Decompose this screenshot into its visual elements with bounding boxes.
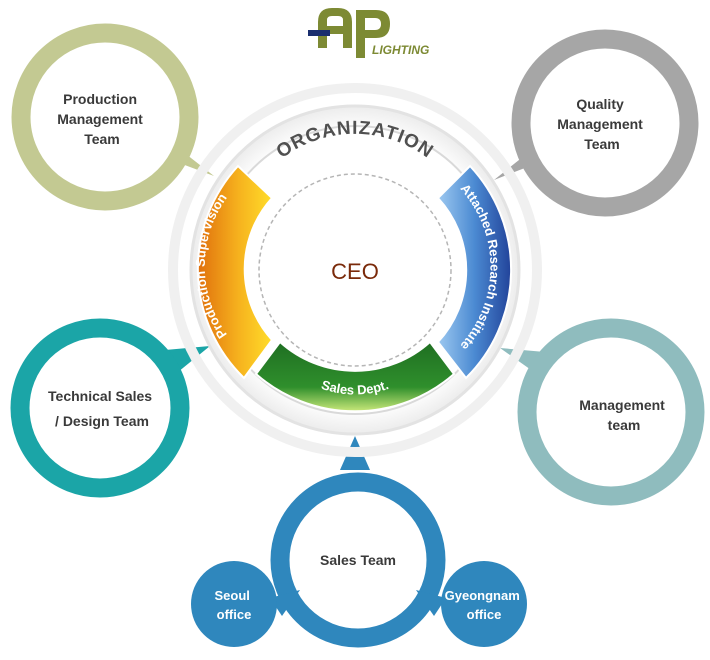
bubble-label: Sales Team <box>320 552 396 568</box>
office-circle <box>191 561 277 647</box>
bubble-line: Management <box>57 111 143 127</box>
bubble-line: Team <box>84 131 120 147</box>
bubble-line: Technical Sales <box>48 388 152 404</box>
logo-accent-bar <box>308 30 330 36</box>
bubble-label: Technical Sales / Design Team <box>48 388 156 429</box>
bubble-ring <box>11 23 199 211</box>
bubble-sales-team: Sales Team <box>270 472 446 648</box>
bubble-ring <box>10 318 190 498</box>
bubble-line: Quality <box>576 96 624 112</box>
office-line: office <box>217 607 252 622</box>
bubble-line: Sales Team <box>320 552 396 568</box>
office-tail <box>416 590 446 616</box>
office-label: Gyeongnam office <box>445 588 524 622</box>
ceo-label: CEO <box>331 259 379 284</box>
office-line: office <box>467 607 502 622</box>
sales-dept-arc <box>254 340 456 413</box>
bubble-ring <box>517 318 705 506</box>
bubble-production-management: Production Management Team <box>11 23 199 211</box>
logo-word: LIGHTING <box>372 43 429 57</box>
bubble-line: Management <box>579 397 665 413</box>
bubble-ring <box>270 472 446 648</box>
bubble-line: Team <box>584 136 620 152</box>
office-label: Seoul office <box>214 588 253 622</box>
office-line: Gyeongnam <box>445 588 520 603</box>
office-tail <box>270 590 300 616</box>
outer-ring <box>168 83 542 457</box>
bubble-line: / Design Team <box>55 413 149 429</box>
bubble-line: Management <box>557 116 643 132</box>
company-logo: LIGHTING <box>308 8 429 58</box>
office-gyeongnam: Gyeongnam office <box>416 561 527 647</box>
bubble-technical-sales: Technical Sales / Design Team <box>10 318 190 498</box>
bubble-quality-management: Quality Management Team <box>511 29 699 217</box>
bubble-label: Quality Management Team <box>557 96 646 152</box>
sales-dept-path: Sales Dept. <box>320 377 391 398</box>
office-seoul: Seoul office <box>191 561 300 647</box>
ceo-circle <box>258 173 452 367</box>
research-institute-arc <box>436 164 513 380</box>
sales-dept-label: Sales Dept. <box>320 377 391 398</box>
office-circle <box>441 561 527 647</box>
production-supervision-arc <box>196 164 274 380</box>
bubble-line: Production <box>63 91 137 107</box>
logo-mark-p <box>356 10 390 58</box>
bubble-management: Management team <box>517 318 705 506</box>
bubble-line: team <box>608 417 641 433</box>
bubble-label: Production Management Team <box>57 91 146 147</box>
bubble-ring <box>511 29 699 217</box>
bubble-label: Management team <box>579 397 668 433</box>
logo-mark-a <box>318 8 352 48</box>
office-line: Seoul <box>214 588 249 603</box>
